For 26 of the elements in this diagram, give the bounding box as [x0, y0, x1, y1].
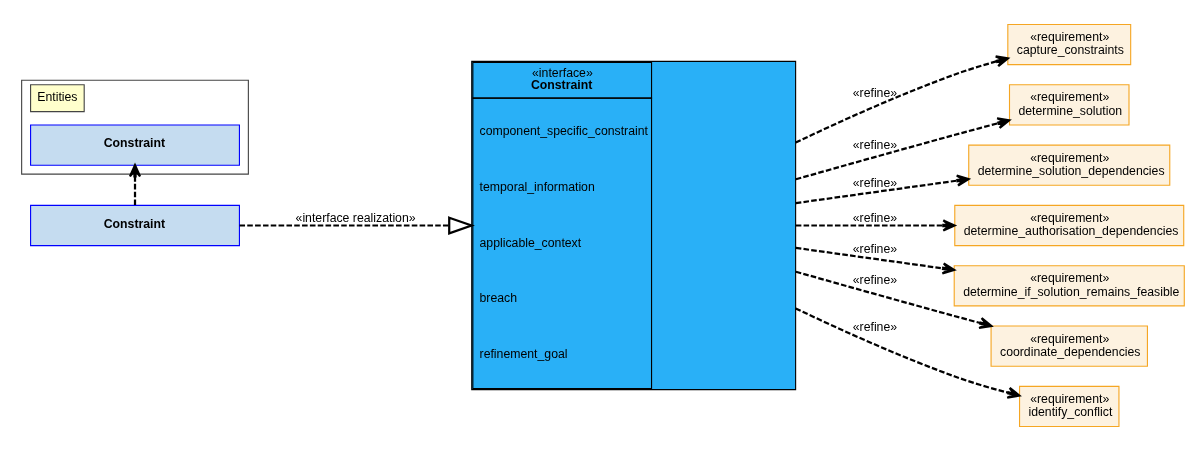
edge-label: «refine» [852, 320, 898, 335]
node-box: «requirement» determine_solution_dependencies [968, 144, 1171, 186]
arrow [128, 164, 142, 206]
arrow [795, 270, 993, 330]
node-box: «requirement» capture_constraints [1007, 23, 1132, 66]
arrow [239, 216, 475, 235]
edge-label: «interface realization» [295, 210, 416, 225]
node-box: «requirement» coordinate_dependencies [990, 325, 1148, 367]
edge-label: «refine» [852, 273, 898, 288]
arrow [795, 246, 956, 275]
node-box: «requirement» determine_if_solution_remains_feasible [953, 265, 1185, 307]
arrow [795, 219, 956, 232]
arrow [795, 307, 1021, 399]
node-box: Constraint [30, 204, 240, 247]
arrow [795, 174, 970, 205]
node-box: «requirement» identify_conflict [1019, 385, 1120, 428]
edge-label: «refine» [852, 138, 898, 153]
node-box: «requirement» determine_solution [1008, 84, 1130, 126]
node-box: «requirement» determine_authorisation_dependencies [954, 204, 1185, 247]
node-box: Constraint [30, 124, 240, 166]
arrow [795, 117, 1011, 181]
edge-label: «refine» [852, 210, 898, 225]
edge-label: «refine» [852, 176, 898, 191]
arrow [795, 55, 1009, 144]
edge-label: «refine» [852, 242, 898, 257]
edge-label: «refine» [852, 85, 898, 100]
